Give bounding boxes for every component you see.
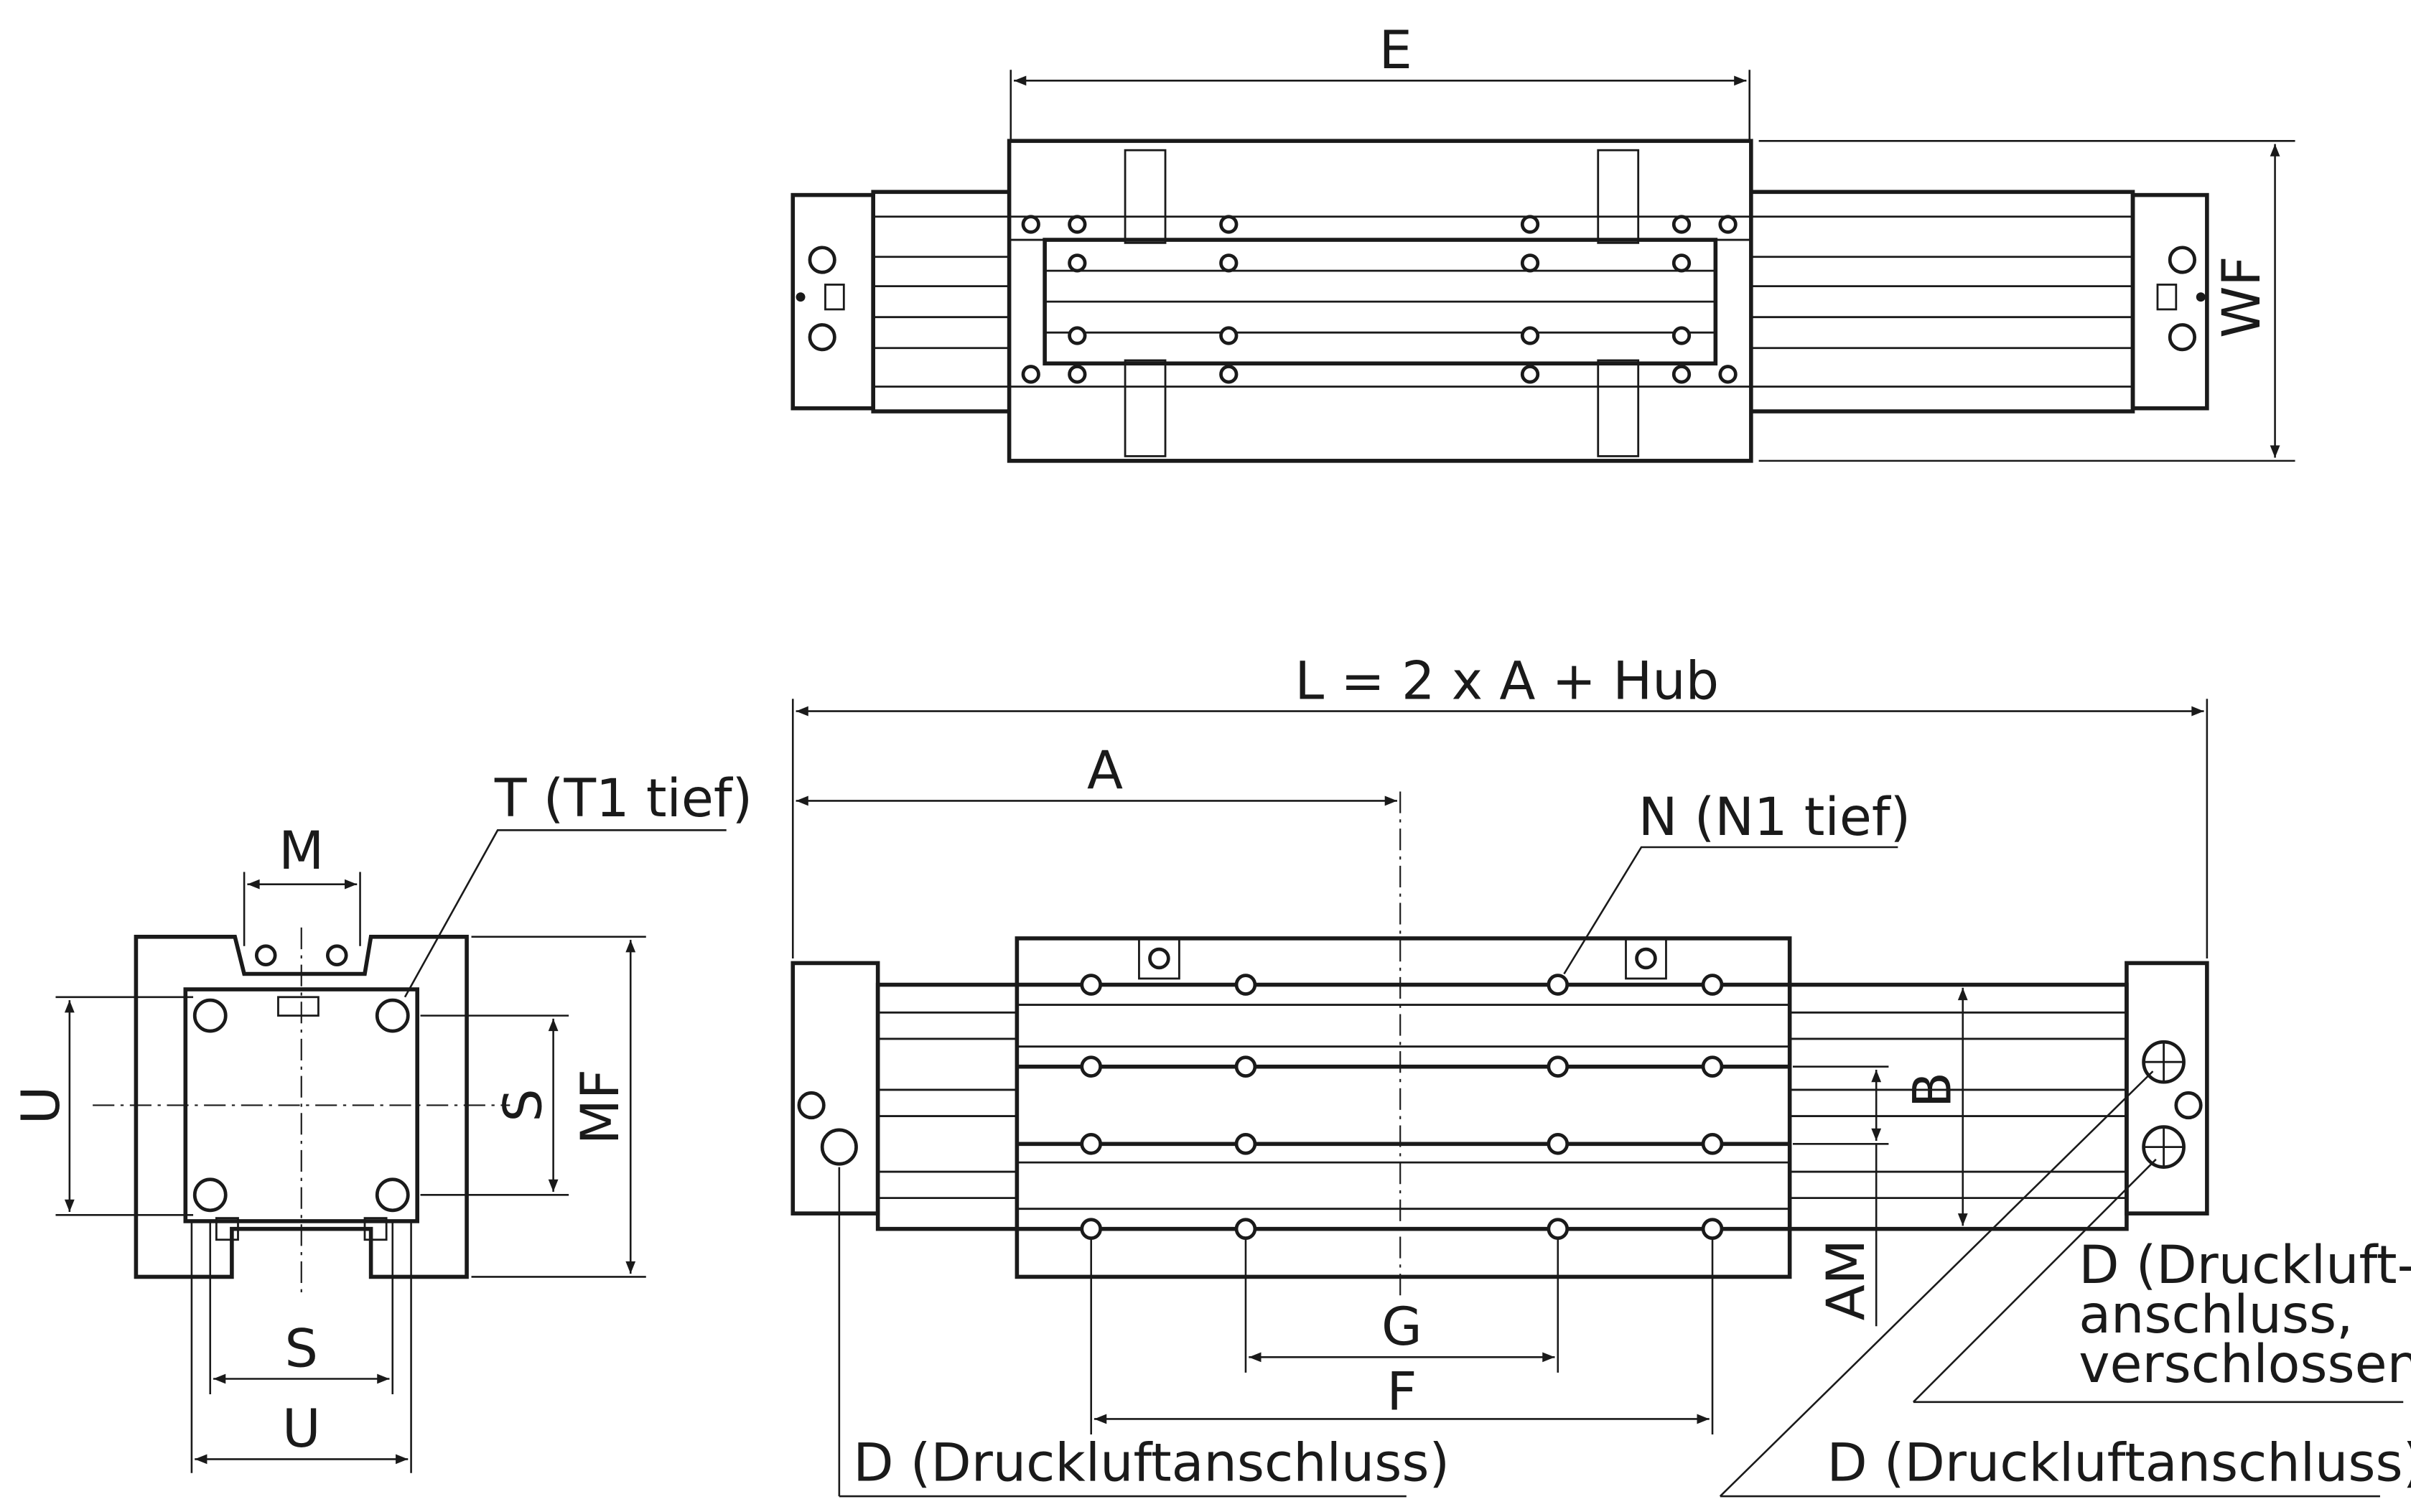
dim-U-left-label: U [11,1086,72,1125]
side-outline [134,935,469,1279]
dim-U-bottom-label: U [282,1399,321,1460]
dim-F-label: F [1386,1362,1417,1423]
callout-T: T (T1 tief) [494,768,752,829]
carriage [1015,936,1792,1279]
top-view-holes [796,215,2206,384]
callout-D-closed-line3: verschlossen) [2079,1334,2411,1395]
dim-B-label: B [1903,1072,1964,1108]
callout-N: N (N1 tief) [1638,787,1911,848]
dim-G-label: G [1381,1297,1422,1358]
callout-D-left: D (Druckluftanschluss) [853,1433,1450,1494]
air-port-left-icon [820,1128,858,1166]
callout-D-right: D (Druckluftanschluss) [1827,1433,2411,1494]
dim-AM-label: AM [1816,1239,1877,1320]
end-cap-right [2130,192,2209,411]
dim-MF-label: MF [570,1069,631,1144]
front-view-holes [1080,974,1724,1240]
dim-M-label: M [279,821,324,882]
dim-S-bottom-label: S [285,1318,318,1379]
dim-L-label: L = 2 x A + Hub [1295,650,1719,711]
callout-D-closed-line1: D (Druckluft- [2079,1235,2411,1296]
callout-D-closed-line2: anschluss, [2079,1284,2353,1345]
dim-E-label: E [1379,20,1412,81]
dim-WF-label: WF [2211,256,2272,337]
dim-A-label: A [1087,740,1123,801]
dim-S-right-label: S [493,1088,554,1121]
end-cap-left [791,192,875,411]
end-cap-left [791,961,880,1215]
top-view: E WF [791,20,2295,463]
front-view: L = 2 x A + Hub A N (N1 tief) B AM G F D… [791,650,2411,1498]
side-view: T (T1 tief) M U S MF S U [11,768,752,1473]
